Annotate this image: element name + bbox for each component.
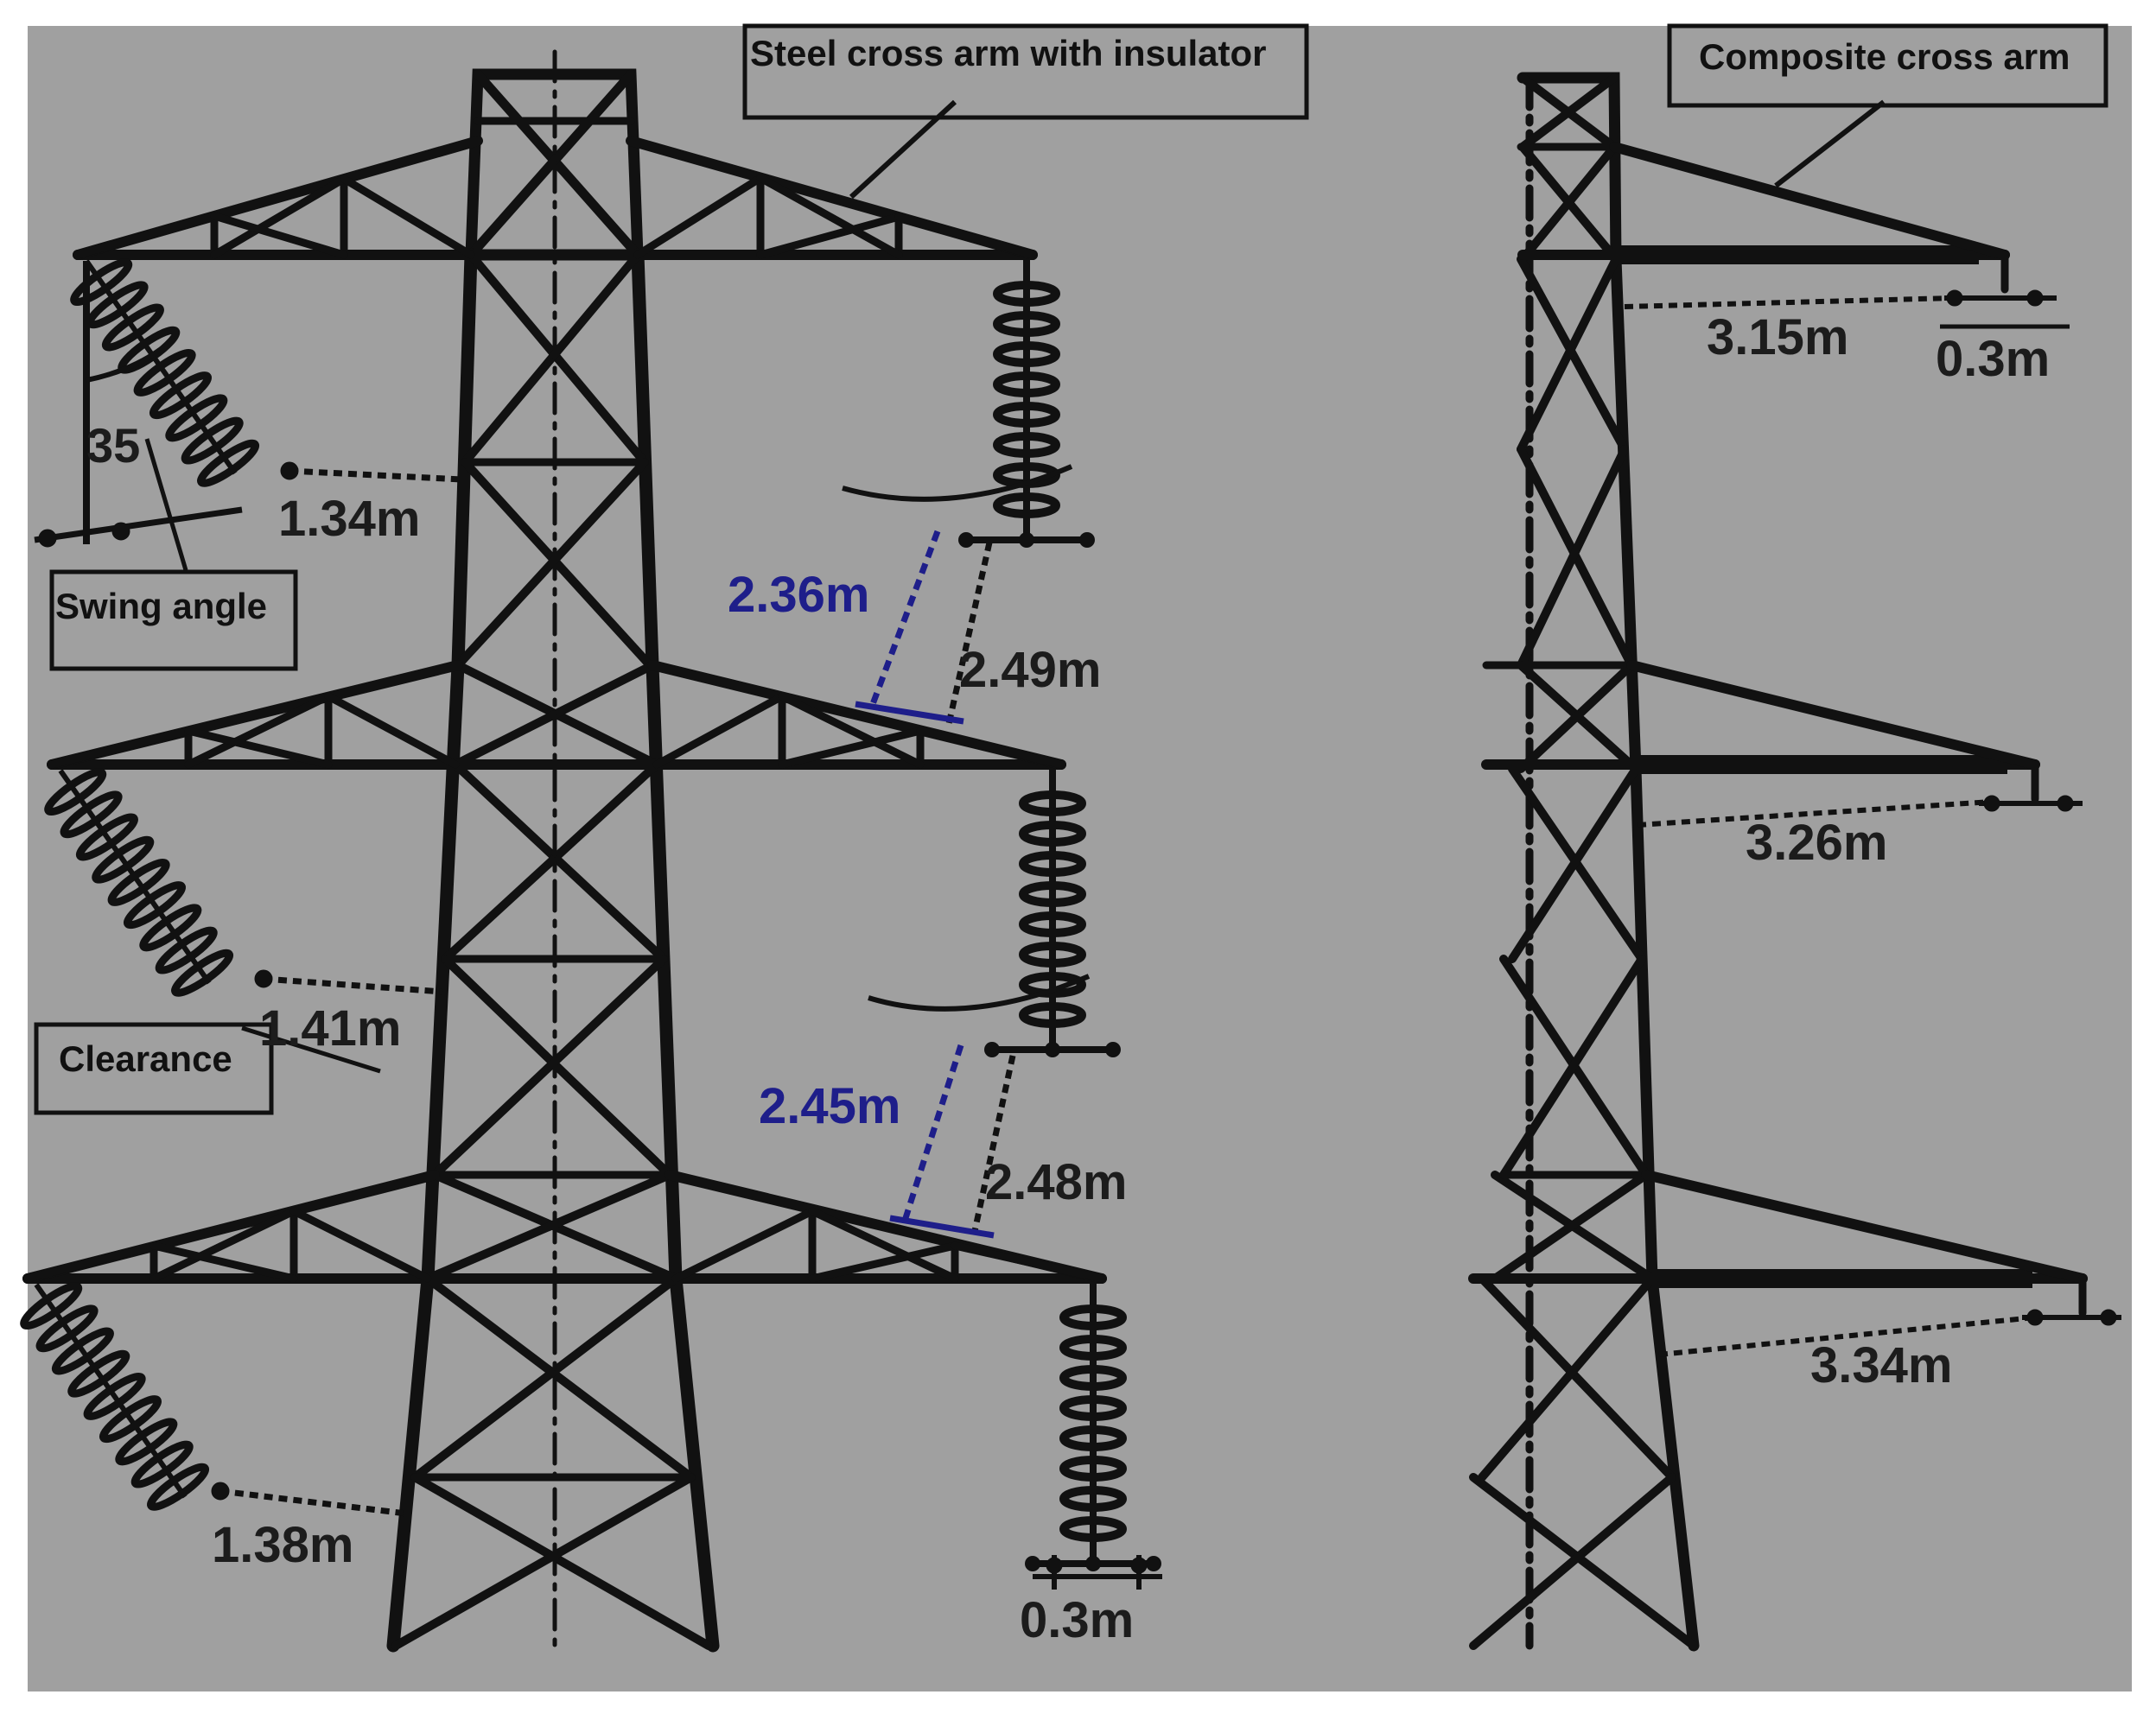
clearance-value-middle: 1.41m bbox=[259, 1000, 401, 1057]
composite-clearance-top: 3.15m bbox=[1707, 309, 1848, 365]
distance-top: 2.49m bbox=[959, 642, 1101, 698]
blue-distance-bottom: 2.45m bbox=[759, 1078, 900, 1134]
distance-bottom: 2.48m bbox=[985, 1154, 1127, 1210]
swing-angle-label: Swing angle bbox=[55, 586, 267, 626]
composite-cross-arm-label: Composite cross arm bbox=[1699, 36, 2070, 77]
composite-clearance-middle: 3.26m bbox=[1746, 815, 1887, 871]
swing-angle-value: 35 bbox=[86, 418, 140, 473]
composite-offset-top: 0.3m bbox=[1936, 331, 2050, 387]
bottom-offset-value: 0.3m bbox=[1020, 1592, 1134, 1648]
steel-cross-arm-callout: Steel cross arm with insulator bbox=[742, 23, 1309, 200]
clearance-value-top: 1.34m bbox=[278, 491, 420, 547]
clearance-callout: Clearance bbox=[34, 1022, 274, 1115]
right-distance-lines bbox=[842, 464, 1091, 1239]
composite-cross-arm-callout: Composite cross arm bbox=[1667, 23, 2108, 188]
blue-distance-top: 2.36m bbox=[728, 567, 869, 623]
composite-clearance-bottom: 3.34m bbox=[1810, 1337, 1952, 1393]
bottom-offset-marker bbox=[1033, 1555, 1162, 1590]
clearance-end-markers bbox=[211, 461, 381, 1501]
clearance-value-bottom: 1.38m bbox=[212, 1517, 353, 1573]
left-clearance-lines bbox=[219, 467, 463, 1517]
steel-tower bbox=[22, 49, 1107, 1653]
composite-clearance-lines bbox=[1624, 289, 2121, 1357]
swing-angle-callout: Swing angle bbox=[49, 569, 298, 671]
steel-cross-arm-label: Steel cross arm with insulator bbox=[750, 33, 1267, 73]
composite-tower bbox=[1468, 72, 2088, 1652]
swing-angle-marking bbox=[34, 261, 243, 571]
clearance-label: Clearance bbox=[59, 1038, 232, 1079]
